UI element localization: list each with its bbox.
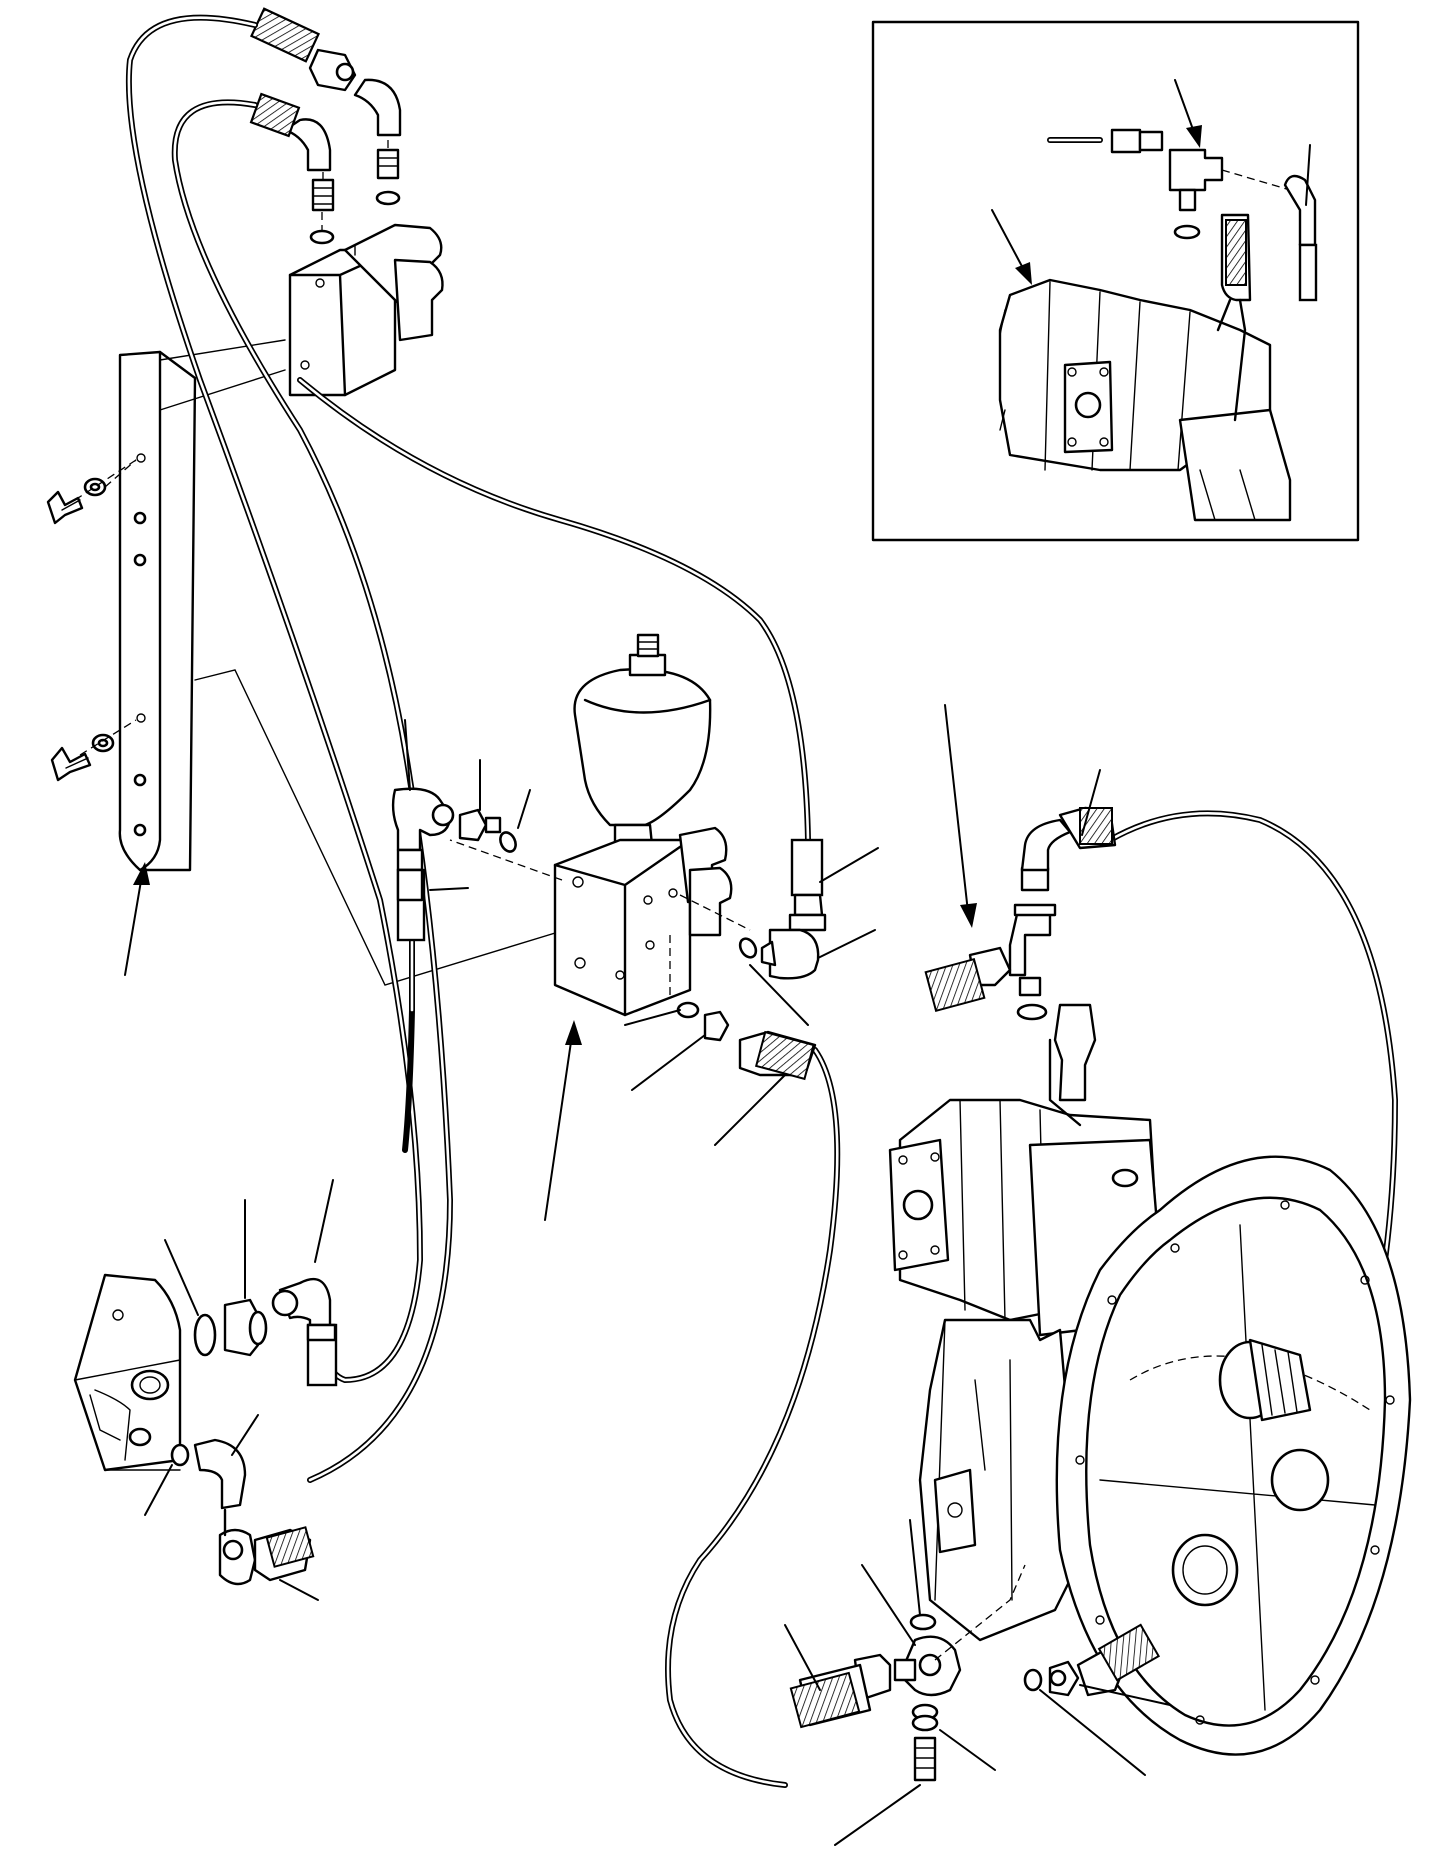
inset-nut xyxy=(1110,128,1142,154)
inset-pump-detail xyxy=(871,20,1360,542)
upper-valve-block xyxy=(249,7,444,397)
inset-frame xyxy=(871,20,1360,542)
pump-lower-fittings xyxy=(784,1519,1026,1846)
mounting-bracket xyxy=(46,339,566,986)
pump-tee-fitting xyxy=(1008,866,1057,1021)
upper-adapter-right xyxy=(375,148,401,206)
upper-oring-left xyxy=(309,229,335,245)
inset-tee-fitting xyxy=(1168,148,1224,192)
inset-housing xyxy=(1178,408,1292,522)
upper-nut xyxy=(250,7,357,92)
center-adapter xyxy=(458,759,502,842)
accumulator xyxy=(573,633,712,847)
center-elbow-left xyxy=(391,719,469,942)
pump-elbow-top xyxy=(1020,769,1117,872)
upper-elbow-left xyxy=(249,92,332,172)
center-oring-left xyxy=(499,789,531,853)
inset-elbow xyxy=(1283,174,1317,247)
center-lower-fittings xyxy=(624,1001,817,1146)
lower-left-housing xyxy=(73,1273,182,1472)
pump-side-hose xyxy=(924,704,1012,1013)
center-elbow-right xyxy=(738,928,876,1026)
center-valve-block xyxy=(449,826,751,1221)
pump-port-fittings xyxy=(1023,1623,1171,1776)
bracket-bolt-lower xyxy=(50,733,115,782)
upper-elbow-right xyxy=(353,78,402,137)
hydraulic-pump xyxy=(888,1003,1412,1756)
bell-housing xyxy=(1055,1155,1412,1756)
lower-left-fitting-stack xyxy=(164,1179,338,1387)
lower-left-elbow xyxy=(144,1414,319,1601)
upper-adapter-left xyxy=(311,178,335,212)
bracket-bolt-upper xyxy=(46,477,107,525)
center-hose-right xyxy=(788,838,879,932)
